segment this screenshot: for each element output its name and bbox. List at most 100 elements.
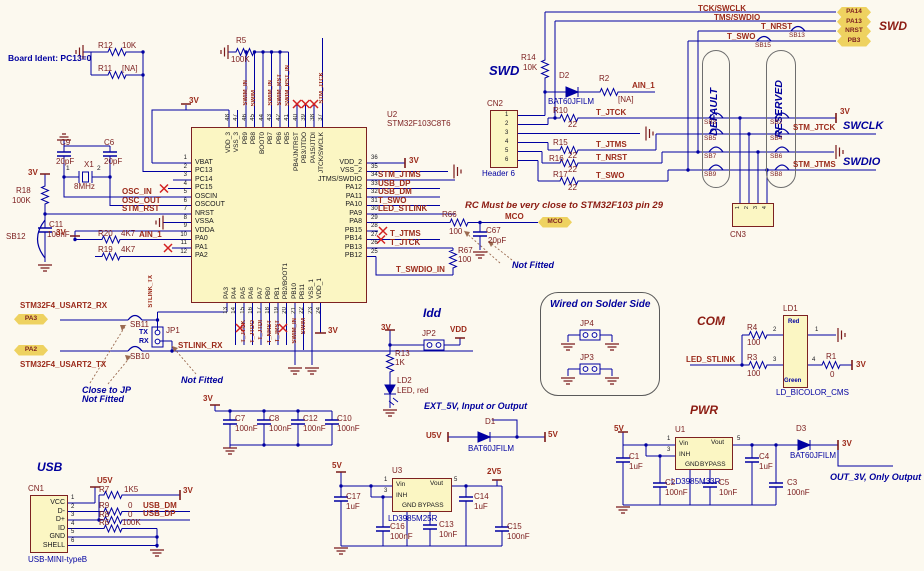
r11-ref: R11 [98, 64, 113, 73]
d1-part: BAT60JFILM [468, 444, 515, 453]
u3-gnd: GND [402, 502, 417, 509]
sb9-ref: SB9 [704, 171, 717, 178]
close-to-jp-note: Close to JP [82, 385, 132, 395]
u1-pin5: 5 [737, 436, 741, 442]
cn3-ref: CN3 [730, 230, 747, 239]
sb4-ref: SB4 [770, 135, 783, 142]
x1-pin1: 1 [66, 165, 70, 172]
r10-ref: R10 [553, 106, 568, 115]
net-mco: MCO [505, 212, 524, 221]
r4-ref: R4 [747, 323, 758, 332]
u2-mcu-body [191, 127, 367, 303]
r17-value: 22 [568, 183, 577, 192]
net-stm-jtck-vert: STM_JTCK [319, 72, 325, 104]
c10-ref: C10 [337, 414, 352, 423]
net-osc-out: OSC_OUT [122, 196, 161, 205]
close-to-jp-not-fitted: Not Fitted [82, 394, 124, 404]
c13-value: 10nF [439, 530, 458, 539]
net-led-stlink-com: LED_STLINK [686, 355, 736, 364]
rail-3v-pin24: 3V [328, 326, 338, 335]
sb3-ref: SB3 [704, 119, 717, 126]
pwr-section-header: PWR [690, 403, 718, 417]
r13-value: 1K [395, 358, 405, 367]
cn2-ref: CN2 [487, 99, 504, 108]
rc-note: RC Must be very close to STM32F103 pin 2… [465, 200, 663, 211]
sb2-ref: SB2 [770, 119, 783, 126]
net-ain1-swd: AIN_1 [632, 81, 655, 90]
pa14-tag: PA14 [837, 7, 871, 18]
u3-pin5: 5 [454, 477, 458, 483]
ld2-desc: LED, red [397, 386, 429, 395]
u3-pin1: 1 [384, 477, 388, 483]
c9-ref: C9 [60, 138, 71, 147]
board-ident-note: Board Ident: PC13=0 [8, 53, 92, 63]
ld1-pin3: 3 [773, 357, 777, 363]
annotation-arrowheads [120, 231, 494, 361]
c12-ref: C12 [303, 414, 318, 423]
c11-value: 100nF [47, 230, 70, 239]
net-stm-jtck-sb: STM_JTCK [793, 123, 836, 132]
r20-ref: R20 [98, 229, 113, 238]
net-usart2-rx: STM32F4_USART2_RX [20, 301, 108, 310]
jp3-ref: JP3 [580, 353, 594, 362]
reserved-column-label: RESERVED [773, 80, 785, 138]
c10-value: 100nF [337, 424, 360, 433]
cn2-header-body [490, 110, 518, 168]
rail-3v-r20: 3V [56, 228, 66, 237]
c13-ref: C13 [439, 520, 454, 529]
u3-ref: U3 [392, 466, 403, 475]
sb11-ref: SB11 [130, 320, 149, 329]
swdio-label: SWDIO [843, 156, 881, 168]
rail-5v-d1: 5V [548, 430, 558, 439]
jp1-rx-label: RX [139, 338, 149, 345]
r4-value: 100 [747, 338, 761, 347]
ld1-led-body [783, 315, 808, 388]
nrst-tag: NRST [837, 26, 871, 37]
r2-ref: R2 [599, 74, 610, 83]
d3-ref: D3 [796, 424, 807, 433]
r7-value: 1K5 [124, 485, 139, 494]
mco-tag: MCO [538, 217, 572, 228]
net-usb-dm-usb: USB_DM [143, 501, 177, 510]
junction-dots [43, 50, 778, 548]
jp1-tx-label: TX [139, 329, 148, 336]
pb3-tag: PB3 [837, 36, 871, 47]
net-usb-dp-usb: USB_DP [143, 509, 176, 518]
r19-value: 4K7 [121, 245, 136, 254]
net-t-swo-swd: T_SWO [596, 171, 625, 180]
sb10-ref: SB10 [130, 352, 150, 361]
r1-ref: R1 [826, 352, 837, 361]
c5-ref: C5 [719, 478, 730, 487]
net-tck-swclk: TCK/SWCLK [698, 4, 746, 13]
r2-value: [NA] [618, 95, 634, 104]
net-led-stlink: LED_STLINK [378, 204, 428, 213]
solder-bridge-arcs [36, 25, 806, 352]
r13-ref: R13 [395, 349, 410, 358]
usb-section-header: USB [37, 460, 63, 474]
sb13-ref: SB13 [789, 32, 805, 39]
rail-u5v-d1: U5V [426, 431, 442, 440]
cn3-pin2: 2 [744, 206, 750, 210]
rail-5v-u3: 5V [332, 461, 342, 470]
c5-value: 10nF [719, 488, 738, 497]
c2-ref: C2 [665, 478, 676, 487]
net-swim-in: SWIM_IN [242, 80, 249, 106]
rail-3v-xtal: 3V [28, 168, 38, 177]
u1-pin1: 1 [667, 436, 671, 442]
c16-ref: C16 [390, 522, 405, 531]
c67-ref: C67 [486, 226, 501, 235]
net-swim: SWIM [251, 89, 257, 106]
out3v-note: OUT_3V, Only Output [830, 472, 922, 482]
com-section-header: COM [697, 314, 725, 328]
pa13-tag: PA13 [837, 16, 871, 27]
rail-vdd: VDD [450, 325, 467, 334]
reserved-column-pill [766, 50, 796, 188]
r12-ref: R12 [98, 41, 113, 50]
u3-pin3: 3 [384, 488, 388, 494]
c1-value: 1uF [629, 462, 643, 471]
rail-3v-com: 3V [856, 360, 866, 369]
